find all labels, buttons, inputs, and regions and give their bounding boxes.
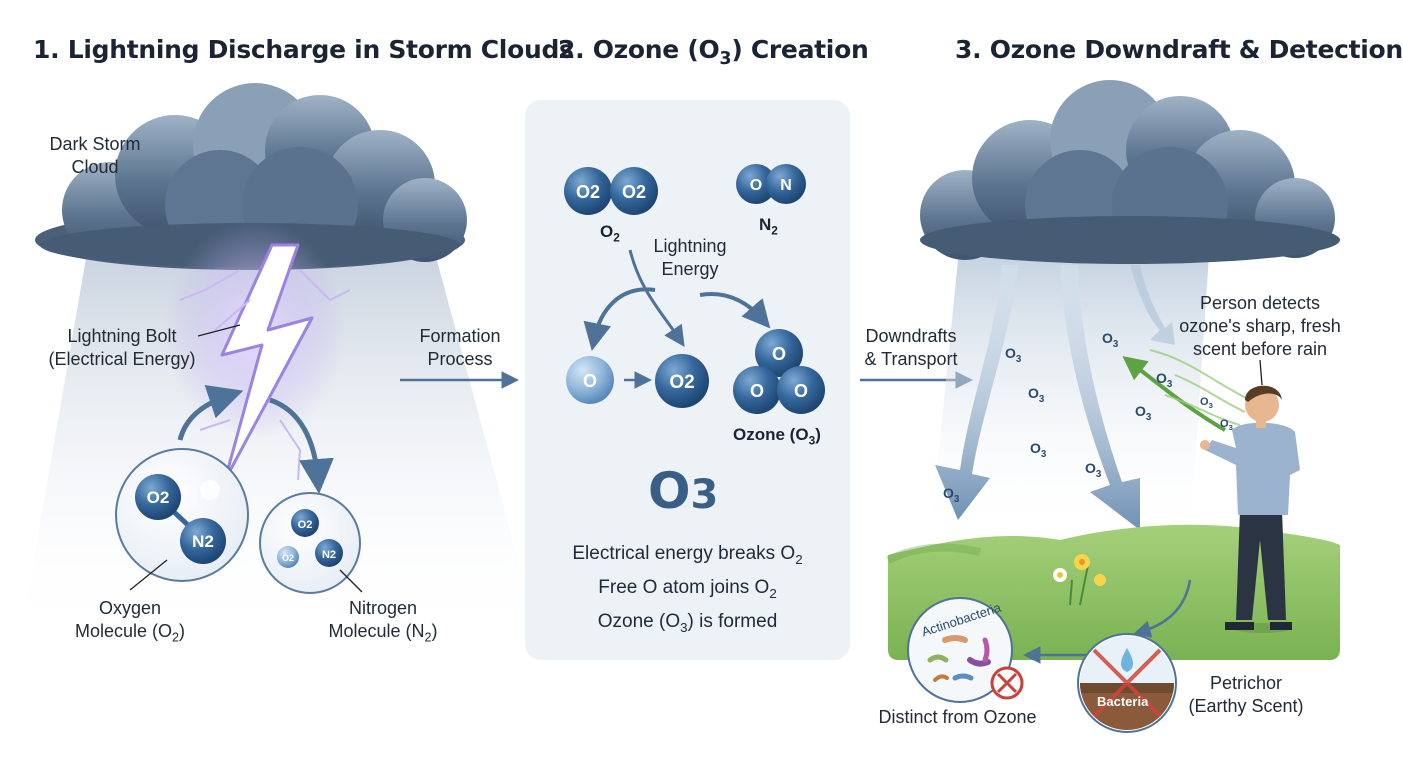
arrow-energy-to-atom: [583, 287, 656, 351]
petrichor-arrow: [1133, 579, 1192, 638]
distinct-from-ozone-label: Distinct from Ozone: [878, 707, 1037, 727]
lightning-bolt-label: Lightning Bolt(Electrical Energy): [48, 326, 196, 369]
o3-marker-6: O3: [1102, 330, 1119, 350]
n2-ball: [180, 518, 226, 564]
bolt-pointer-line: [197, 324, 241, 337]
o3-marker-7: O3: [1156, 370, 1173, 390]
small-o2-text-2: O2: [282, 553, 294, 563]
o3-marker-1: O3: [1005, 345, 1022, 365]
o3-marker-10: O3: [1220, 418, 1233, 433]
step-1: Electrical energy breaks O2: [572, 543, 803, 567]
arrow-o2-to-break: [628, 249, 685, 347]
o3-marker-3: O3: [1030, 440, 1047, 460]
downdrafts-transport-label: Downdrafts& Transport: [864, 326, 958, 369]
o3-marker-2: O3: [1028, 385, 1045, 405]
downdraft-arrow-3: [1130, 265, 1175, 345]
o3-marker-5: O3: [1085, 460, 1102, 480]
lightning-bolt: [165, 220, 351, 482]
o2-ball: [135, 474, 181, 520]
panel-3-downdraft: [886, 80, 1340, 733]
free-o-atom-text: O: [583, 371, 597, 391]
n2-label: N2: [759, 215, 778, 238]
arrow-energy-to-ozone: [699, 292, 771, 329]
big-o3-formula: O3: [648, 462, 719, 520]
o3-marker-9: O3: [1200, 396, 1213, 411]
o2-label: O2: [600, 222, 620, 245]
arrow-from-bolt: [269, 397, 334, 494]
petrichor-bubble: [1077, 633, 1177, 733]
panel-1-title: 1. Lightning Discharge in Storm Clouds: [33, 35, 574, 64]
ozone-steps: Electrical energy breaks O2 Free O atom …: [530, 540, 845, 641]
storm-cloud-left: [35, 83, 467, 270]
arrow-to-bolt: [177, 385, 244, 441]
panel-2-ozone: O2 O2 O N O O2 O O O: [525, 100, 850, 660]
bacteria-word: Bacteria: [1097, 694, 1149, 709]
downdraft-arrow-1: [935, 265, 1018, 520]
actinobacteria-bubble: [907, 597, 1024, 703]
storm-cloud-right: [920, 80, 1340, 264]
person-figure: [1200, 385, 1300, 633]
petrichor-label: Petrichor(Earthy Scent): [1188, 673, 1304, 716]
ozone-left-o-text: O: [750, 381, 764, 401]
ozone-top-o-text: O: [772, 344, 786, 364]
ozone-label: Ozone (O3): [733, 425, 821, 448]
ozone-right-o-text: O: [794, 381, 808, 401]
joined-o2-text: O2: [669, 372, 694, 393]
person-pointer-line: [1259, 359, 1263, 386]
o2-pair-left-text: O2: [576, 182, 600, 202]
flowers-icon: [1053, 554, 1106, 606]
o3-marker-8: O3: [1135, 403, 1152, 423]
o2-pair-right-text: O2: [622, 182, 646, 202]
scent-arrow: [1122, 356, 1226, 432]
oxygen-molecule-bubble: O2 N2: [115, 448, 249, 591]
n2-pair-n-text: N: [780, 177, 792, 194]
small-n2-text: N2: [322, 549, 336, 561]
panel-1-lightning: O2 N2 O2 O2 N2: [20, 83, 540, 640]
n2-ball-text: N2: [192, 532, 214, 551]
step-2: Free O atom joins O2: [598, 576, 777, 601]
n2-pair-o-text: O: [750, 177, 762, 194]
o3-marker-4: O3: [943, 485, 960, 505]
nitrogen-molecule-bubble: O2 O2 N2: [259, 492, 363, 594]
scent-waves: [1149, 349, 1251, 426]
ozone-molecule: O O O: [733, 329, 825, 414]
panel-2-title: 2. Ozone (O3) Creation: [558, 35, 869, 69]
o2-ball-text: O2: [147, 488, 170, 507]
step-3: Ozone (O3) is formed: [597, 610, 778, 635]
panel-3-title: 3. Ozone Downdraft & Detection: [955, 35, 1403, 64]
downdraft-arrow-2: [1060, 265, 1140, 530]
small-o2-text: O2: [298, 519, 313, 531]
